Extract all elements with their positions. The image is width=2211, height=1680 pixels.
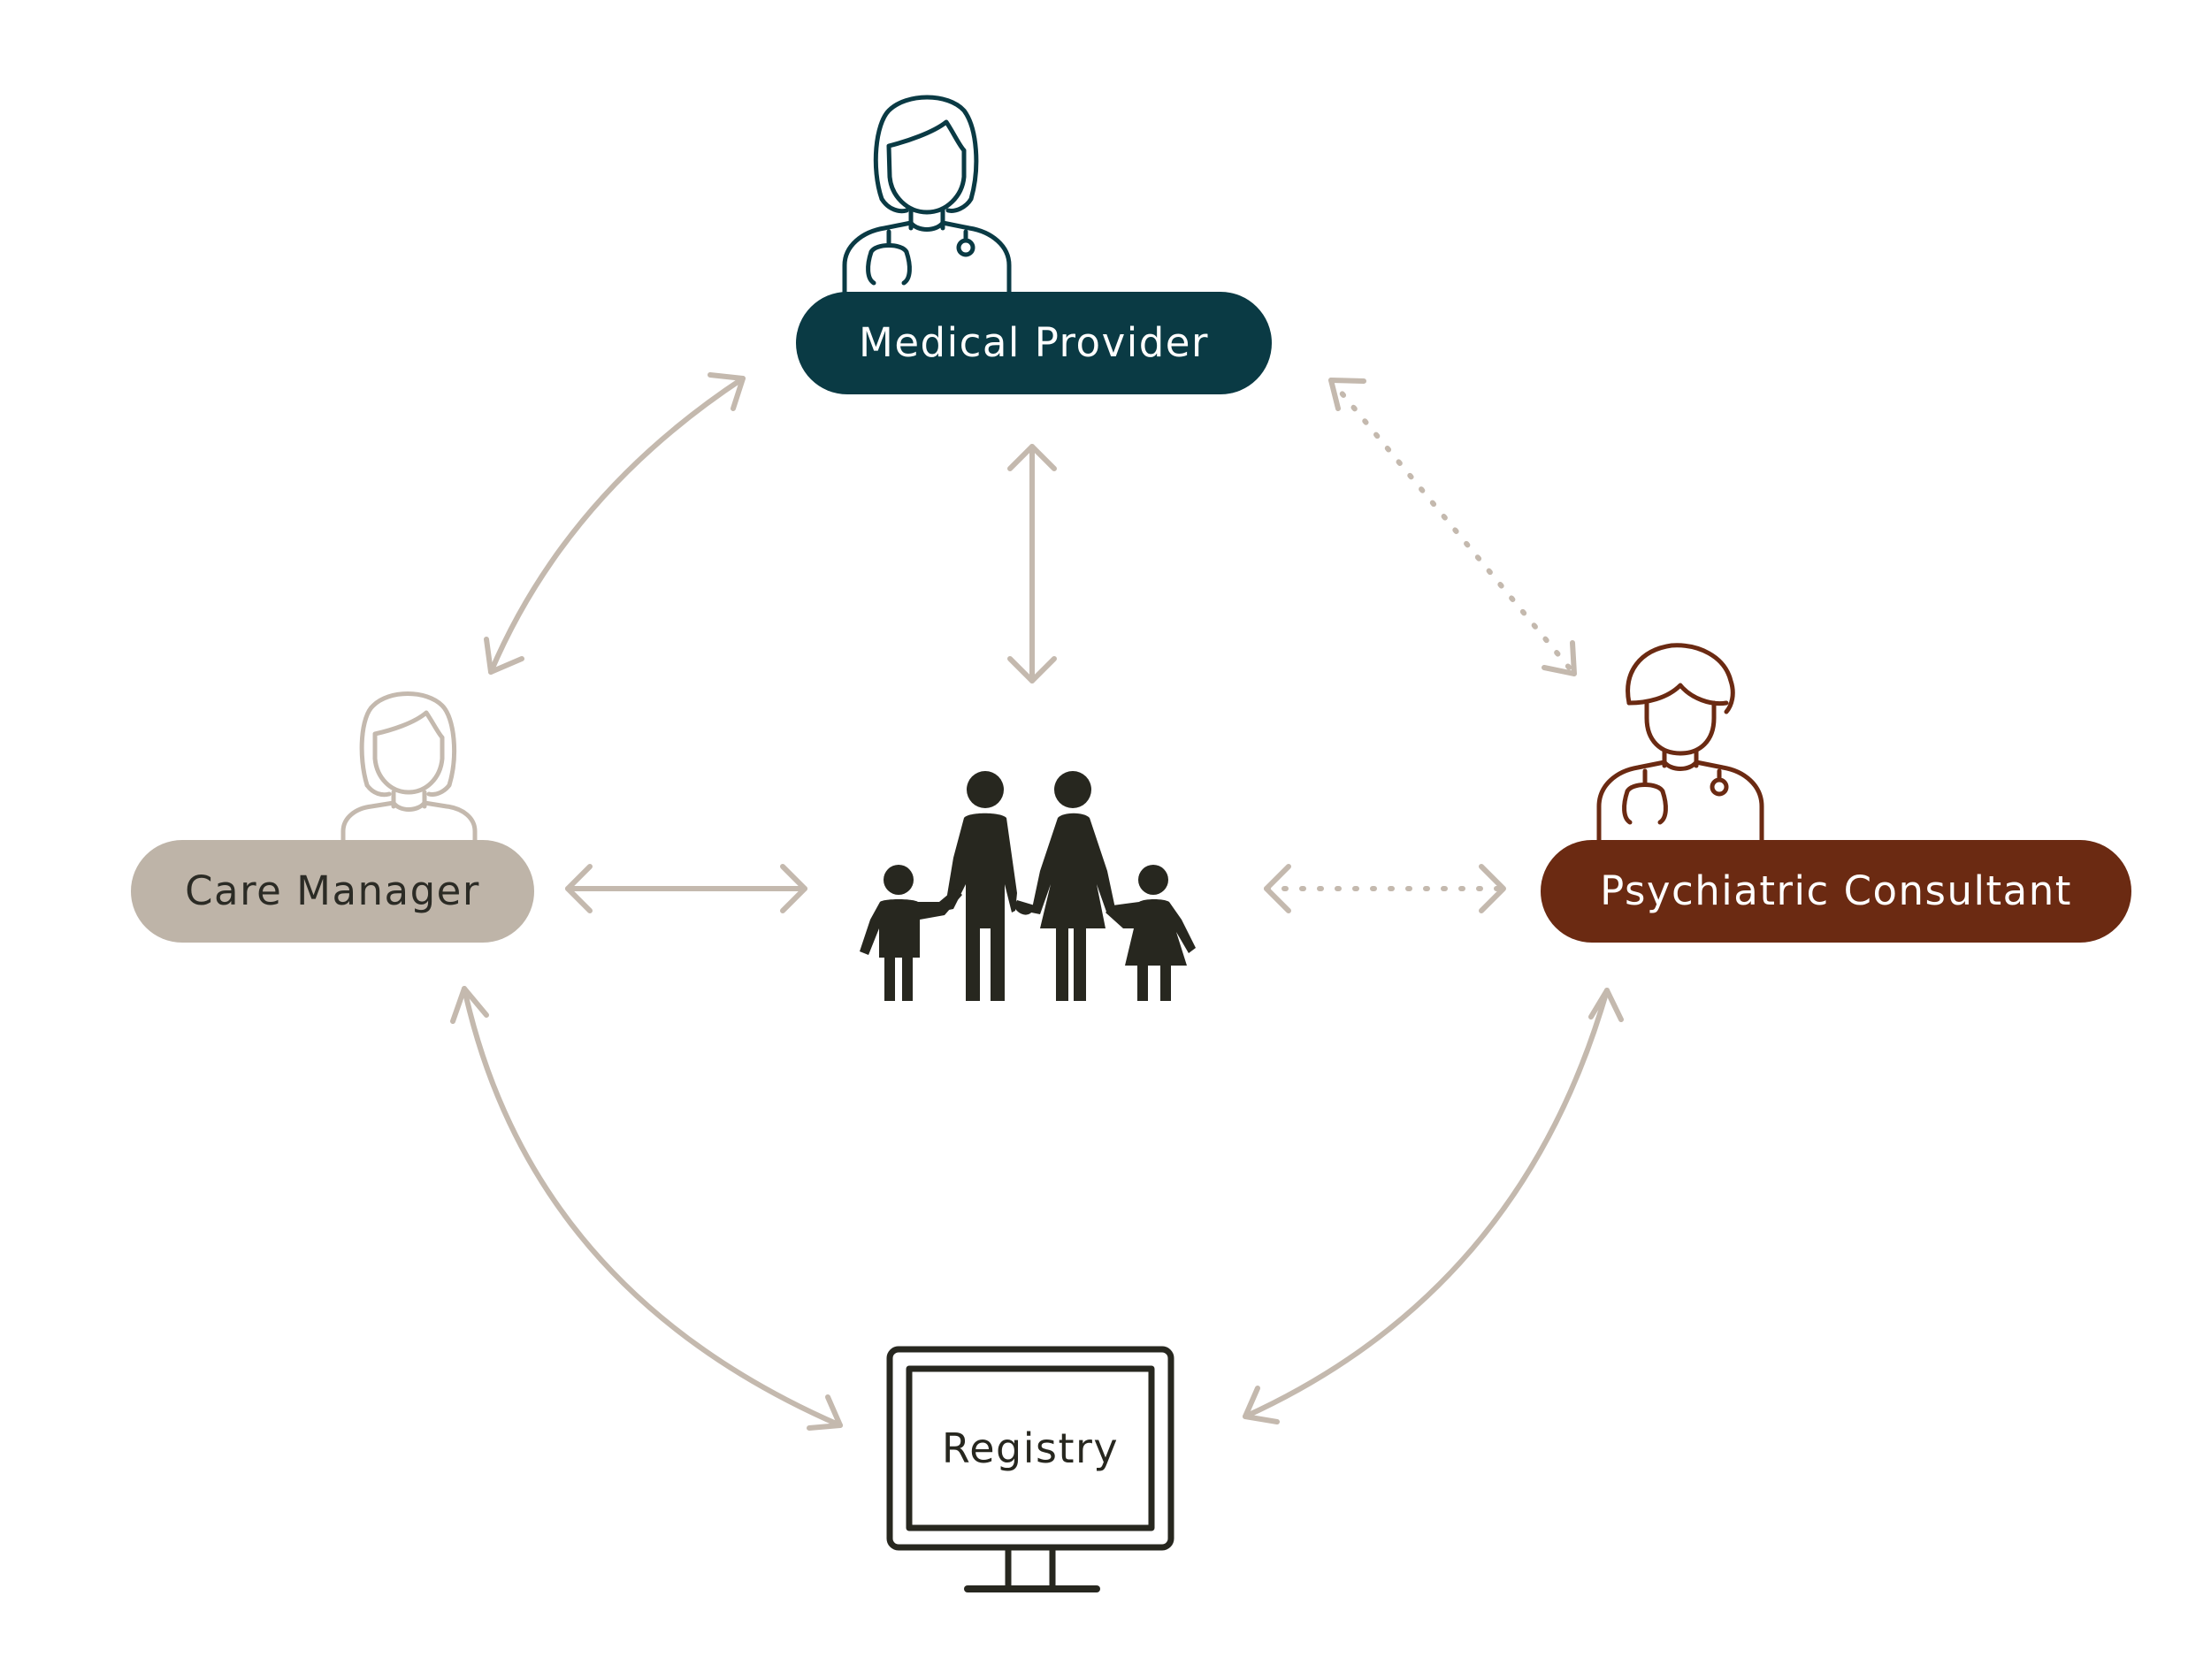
arrow-care-manager-patient xyxy=(565,864,807,913)
psychiatric-consultant-pill xyxy=(1541,840,2131,943)
arrow-medical-provider-patient xyxy=(1007,444,1057,683)
medical-provider-node: Medical Provider xyxy=(796,95,1272,394)
psychiatric-consultant-label: Psychiatric Consultant xyxy=(1600,867,2072,914)
psychiatric-consultant-node: Psychiatric Consultant xyxy=(1541,643,2131,943)
care-manager-pill xyxy=(131,840,534,943)
arrow-psychiatric-consultant-registry xyxy=(1243,988,1624,1424)
registry-node: Registry xyxy=(886,1346,1174,1592)
medical-provider-label: Medical Provider xyxy=(859,319,1209,366)
female-person-icon xyxy=(340,691,478,844)
female-doctor-icon xyxy=(842,95,1012,294)
registry-label: Registry xyxy=(942,1424,1119,1472)
arrow-medical-provider-psychiatric-consultant xyxy=(1328,378,1577,676)
medical-provider-pill xyxy=(796,292,1272,394)
arrow-care-manager-registry xyxy=(450,986,843,1431)
male-doctor-icon xyxy=(1596,643,1764,843)
arrow-medical-provider-care-manager xyxy=(484,372,746,675)
care-manager-label: Care Manager xyxy=(185,867,480,914)
arrow-patient-psychiatric-consultant xyxy=(1264,864,1506,913)
monitor-icon xyxy=(886,1346,1174,1592)
connections xyxy=(450,372,1624,1431)
family-icon xyxy=(860,771,1196,1001)
care-manager-node: Care Manager xyxy=(131,691,534,943)
